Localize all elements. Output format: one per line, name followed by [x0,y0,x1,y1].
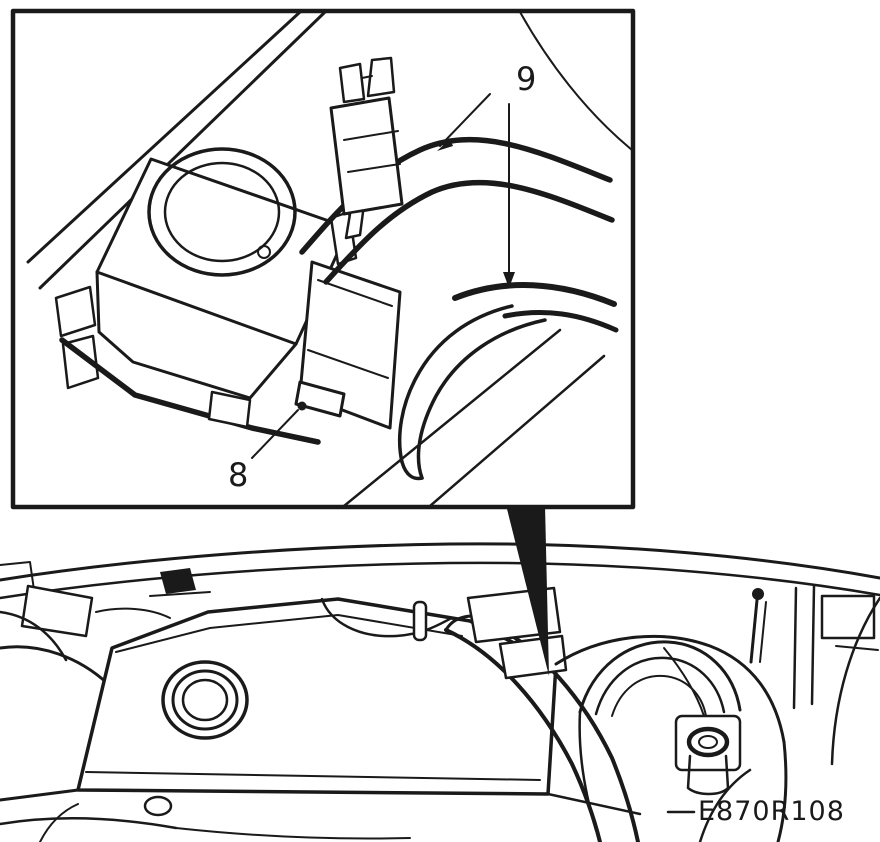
callout-8-leader [251,409,299,459]
left-bracket [20,584,94,638]
beam-edge [26,13,302,264]
small-plug [143,795,173,817]
reservoir-hose [663,647,705,717]
inset-pointer-wedge [506,505,549,676]
strut-tower-arc [578,640,742,714]
lower-hose [452,282,617,307]
pin-knob [752,588,764,600]
upper-hose-edge [323,179,615,285]
right-panel-box [820,594,876,640]
beam-bracket [54,285,97,338]
reservoir-bracket [674,714,742,772]
fitting-8 [294,380,346,418]
curved-hose-edge [397,304,514,464]
cover-slot [412,600,428,642]
cowl-inner-line [0,561,880,600]
cap-notch [257,245,271,259]
coolant-cap-mid [171,669,239,731]
expansion-tank-front [95,270,298,400]
tank-cap-inner [163,161,281,263]
callout-8-label: 8 [228,456,248,494]
upper-hose-edge [299,136,613,255]
engine-cover [76,597,558,796]
coolant-cap-inner [181,678,229,722]
housing [298,260,402,430]
tank-tab [207,390,252,429]
dipstick-pin [749,598,759,664]
coolant-cap-outer [161,660,249,740]
cowl-clip [160,568,196,594]
fender-arch [554,634,786,744]
cover-recess [320,597,454,638]
callout-8-dot [297,401,307,411]
curved-hose-edge [416,318,547,480]
tank-shadow-line [59,337,321,445]
cowl-edge-line [0,542,880,582]
inset-detail: 9 8 [10,8,636,510]
tank-cap-outer [147,147,297,277]
mount-bracket [498,634,568,680]
reservoir-cap [686,726,730,758]
callout-9-leader [439,93,491,147]
hose-clamp [329,56,404,240]
callout-9-label: 9 [516,60,536,98]
left-hose [0,645,110,686]
callout-9-arrow [437,139,453,151]
engine-bay-overview [0,542,880,842]
callout-9-arrow [503,272,515,288]
figure-code: E870R108 [698,796,845,827]
